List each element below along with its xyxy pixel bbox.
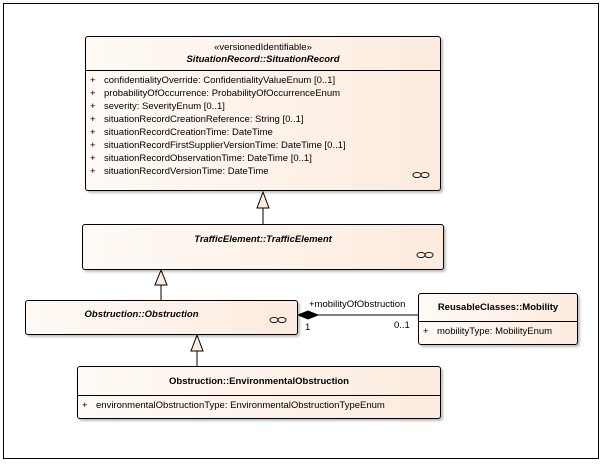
class-header: «versionedIdentifiable» SituationRecord:… [86, 37, 440, 70]
class-header: ReusableClasses::Mobility [419, 294, 577, 321]
generalization-environmental-obstruction-to-obstruction[interactable] [190, 333, 204, 366]
generalization-traffic-element-to-situation-record[interactable] [256, 190, 270, 224]
class-header: Obstruction::EnvironmentalObstruction [78, 367, 440, 395]
attribute-row[interactable]: +severity: SeverityEnum [0..1] [90, 101, 225, 112]
attribute-compartment: +environmentalObstructionType: Environme… [78, 395, 440, 412]
composition-obstruction-mobility[interactable] [296, 310, 418, 320]
target-multiplicity-label: 0..1 [394, 320, 410, 331]
class-header: TrafficElement::TrafficElement [83, 225, 443, 246]
link-chain-icon [412, 171, 430, 179]
generalization-arrowhead [256, 190, 270, 209]
link-chain-icon [269, 316, 287, 324]
attribute-row[interactable]: +situationRecordCreationTime: DateTime [90, 127, 273, 138]
class-name: Obstruction::Obstruction [84, 309, 199, 320]
generalization-obstruction-to-traffic-element[interactable] [154, 268, 168, 300]
attribute-row[interactable]: +probabilityOfOccurrence: ProbabilityOfO… [90, 88, 341, 99]
attribute-compartment: +mobilityType: MobilityEnum [419, 321, 577, 338]
attribute-row[interactable]: +situationRecordObservationTime: DateTim… [90, 153, 312, 164]
attribute-row[interactable]: +environmentalObstructionType: Environme… [82, 400, 385, 411]
class-traffic-element[interactable]: TrafficElement::TrafficElement [82, 224, 444, 270]
class-mobility[interactable]: ReusableClasses::Mobility +mobilityType:… [418, 293, 578, 345]
link-chain-icon [416, 251, 434, 259]
attribute-row[interactable]: +situationRecordCreationReference: Strin… [90, 114, 304, 125]
class-situation-record[interactable]: «versionedIdentifiable» SituationRecord:… [85, 36, 441, 191]
class-name: SituationRecord::SituationRecord [186, 54, 340, 65]
generalization-arrowhead [190, 333, 204, 352]
attribute-row[interactable]: +mobilityType: MobilityEnum [423, 326, 553, 337]
class-name: ReusableClasses::Mobility [437, 302, 559, 313]
source-multiplicity-label: 1 [305, 322, 311, 333]
association-role-label: +mobilityOfObstruction [309, 299, 406, 310]
attribute-row[interactable]: +confidentialityOverride: Confidentialit… [90, 75, 336, 86]
attribute-compartment: +confidentialityOverride: Confidentialit… [86, 70, 440, 178]
class-name: Obstruction::EnvironmentalObstruction [169, 376, 349, 387]
class-environmental-obstruction[interactable]: Obstruction::EnvironmentalObstruction +e… [77, 366, 441, 419]
generalization-arrowhead [154, 268, 168, 286]
composition-diamond [296, 310, 320, 320]
class-stereotype: «versionedIdentifiable» [214, 42, 312, 53]
class-header: Obstruction::Obstruction [26, 301, 297, 321]
class-name: TrafficElement::TrafficElement [194, 234, 332, 245]
class-obstruction[interactable]: Obstruction::Obstruction [25, 300, 298, 335]
attribute-row[interactable]: +situationRecordVersionTime: DateTime [90, 166, 269, 177]
attribute-row[interactable]: +situationRecordFirstSupplierVersionTime… [90, 140, 346, 151]
